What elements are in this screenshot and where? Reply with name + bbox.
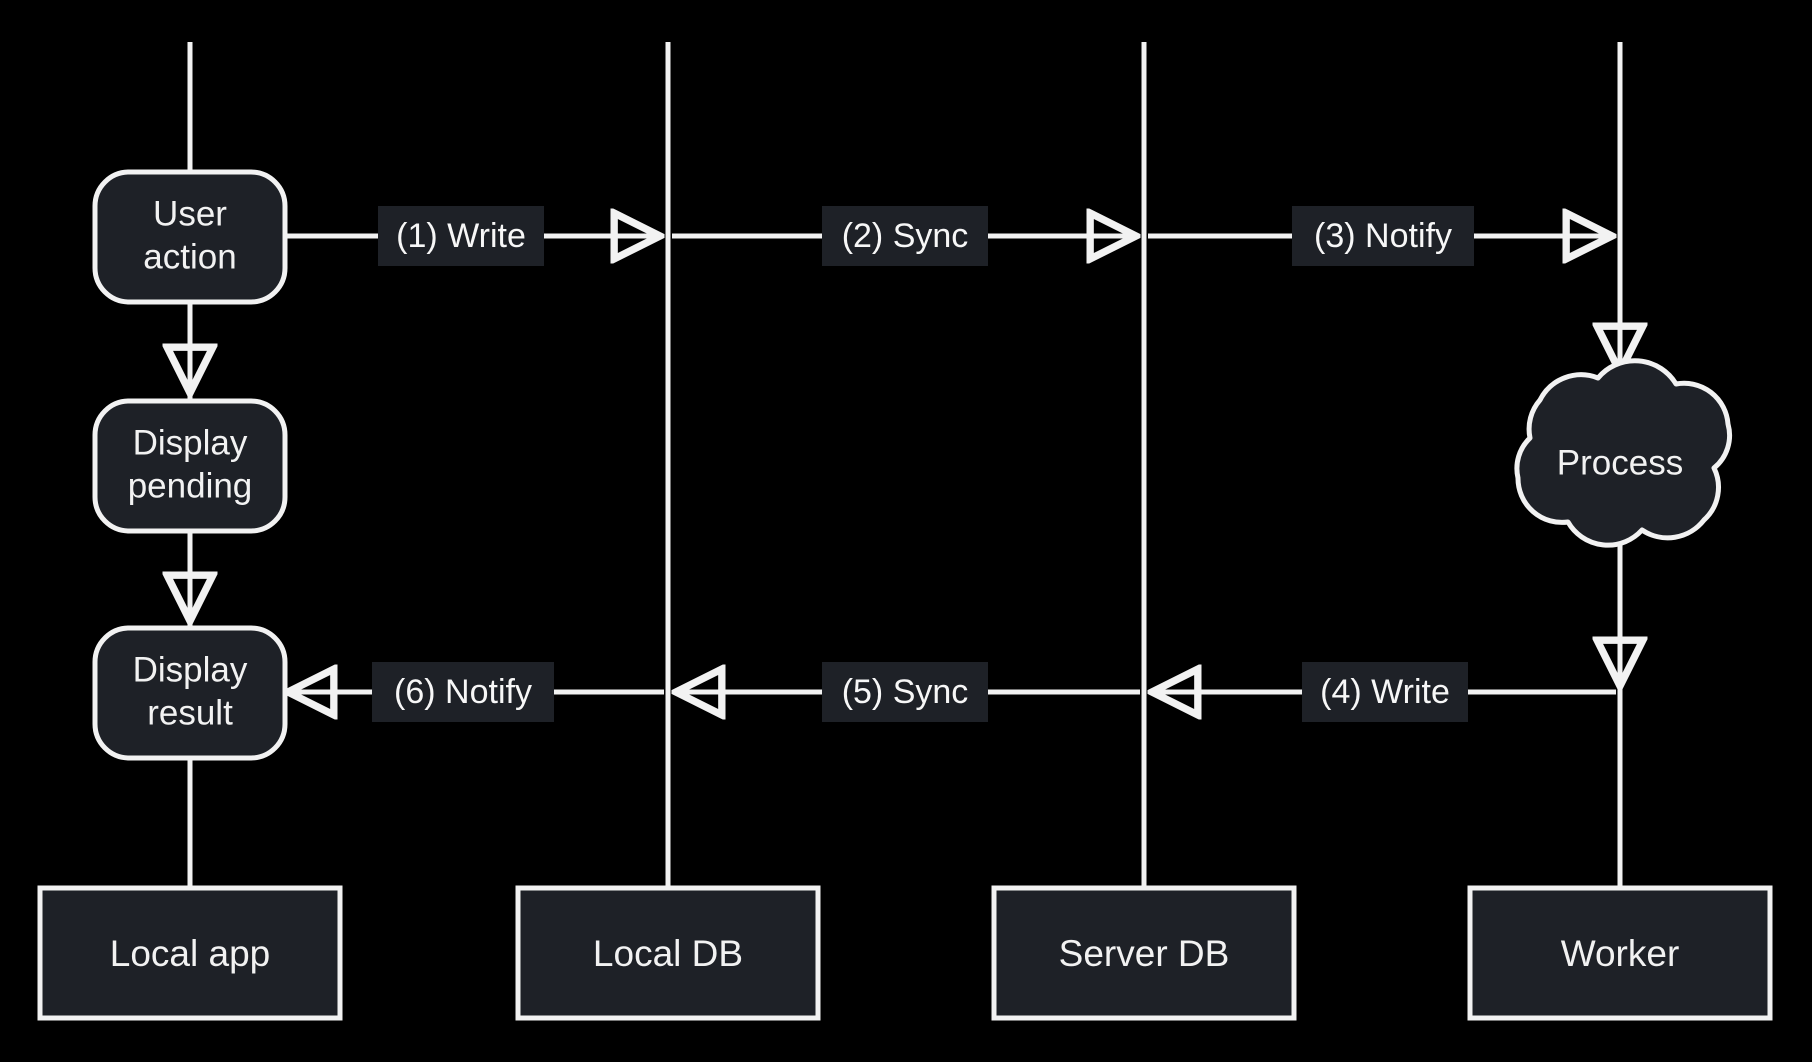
node-display-result[interactable]: Display result — [92, 625, 288, 761]
msg-2-label[interactable]: (2) Sync — [822, 206, 988, 266]
msg-6-label-text: (6) Notify — [394, 673, 532, 711]
msg-5-label[interactable]: (5) Sync — [822, 662, 988, 722]
display-result-label-line2: result — [147, 693, 233, 732]
actor-boxes: Local app Local DB Server DB Worker — [37, 885, 1773, 1021]
msg-4-label-box — [1302, 662, 1468, 722]
actor-local-db[interactable]: Local DB — [515, 885, 821, 1021]
actor-local-app-box — [37, 885, 343, 1021]
node-process-label: Process — [1557, 443, 1683, 482]
msg-5-label-box — [822, 662, 988, 722]
node-user-action[interactable]: User action — [92, 169, 288, 305]
msg-3-label-text: (3) Notify — [1314, 217, 1452, 255]
actor-worker-box — [1467, 885, 1773, 1021]
msg-4-label[interactable]: (4) Write — [1302, 662, 1468, 722]
msg-2-label-box — [822, 206, 988, 266]
msg-1-label[interactable]: (1) Write — [378, 206, 544, 266]
actor-server-db[interactable]: Server DB — [991, 885, 1297, 1021]
msg-2-label-text: (2) Sync — [842, 217, 969, 255]
display-pending-label-line1: Display — [133, 423, 248, 462]
msg-5-label-text: (5) Sync — [842, 673, 969, 711]
actor-local-db-label: Local DB — [593, 933, 743, 974]
cloud-shape — [1514, 358, 1733, 548]
actor-server-db-box — [991, 885, 1297, 1021]
msg-6-label[interactable]: (6) Notify — [372, 662, 554, 722]
actor-worker-label: Worker — [1561, 933, 1680, 974]
display-result-label-line1: Display — [133, 650, 248, 689]
lifelines-group — [187, 42, 1623, 888]
actor-local-app[interactable]: Local app — [37, 885, 343, 1021]
user-action-label-line1: User — [153, 194, 227, 233]
node-display-pending[interactable]: Display pending — [92, 398, 288, 534]
msg-3-label[interactable]: (3) Notify — [1292, 206, 1474, 266]
node-process[interactable]: Process — [1514, 358, 1733, 548]
user-action-shape — [92, 169, 288, 305]
msg-1-label-text: (1) Write — [396, 217, 526, 255]
actor-local-app-label: Local app — [110, 933, 270, 974]
display-pending-shape — [92, 398, 288, 534]
vertical-flows — [190, 240, 1620, 686]
msg-4-label-text: (4) Write — [1320, 673, 1450, 711]
user-action-label-line2: action — [143, 237, 236, 276]
actor-worker[interactable]: Worker — [1467, 885, 1773, 1021]
actor-server-db-label: Server DB — [1059, 933, 1230, 974]
display-pending-label-line2: pending — [128, 466, 253, 505]
msg-3-label-box — [1292, 206, 1474, 266]
message-labels: (1) Write (2) Sync (3) Notify (4) Write … — [372, 206, 1474, 722]
msg-1-label-box — [378, 206, 544, 266]
actor-local-db-box — [515, 885, 821, 1021]
msg-6-label-box — [372, 662, 554, 722]
display-result-shape — [92, 625, 288, 761]
